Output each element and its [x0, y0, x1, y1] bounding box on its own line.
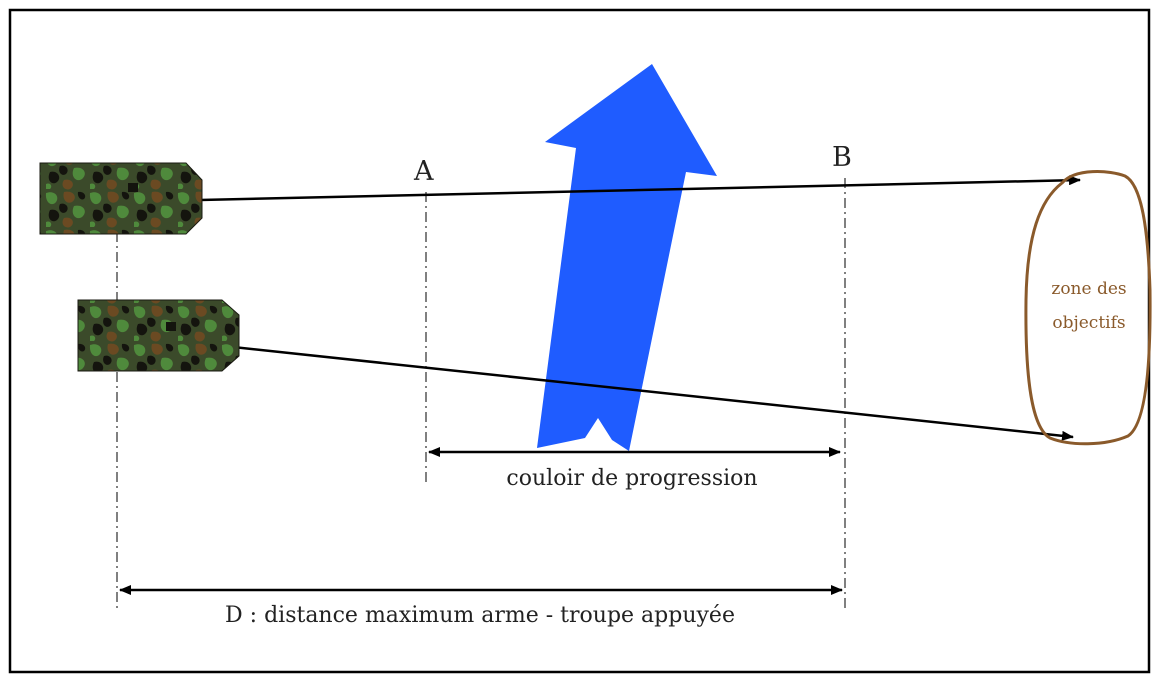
- zone-label-line2: objectifs: [1052, 313, 1125, 333]
- fire-line-bottom: [167, 338, 1074, 441]
- armored-vehicle-icon: [39, 162, 203, 235]
- armored-vehicle-icon: [77, 299, 240, 372]
- point-b-label: B: [832, 142, 852, 173]
- fire-line-top: [199, 175, 1081, 202]
- zone-label-line1: zone des: [1051, 279, 1126, 299]
- corridor-label: couloir de progression: [506, 466, 757, 491]
- point-a-label: A: [413, 156, 434, 187]
- distance-label: D : distance maximum arme - troupe appuy…: [225, 603, 735, 628]
- progression-arrow-icon: [537, 64, 717, 451]
- objective-zone: [1024, 170, 1152, 446]
